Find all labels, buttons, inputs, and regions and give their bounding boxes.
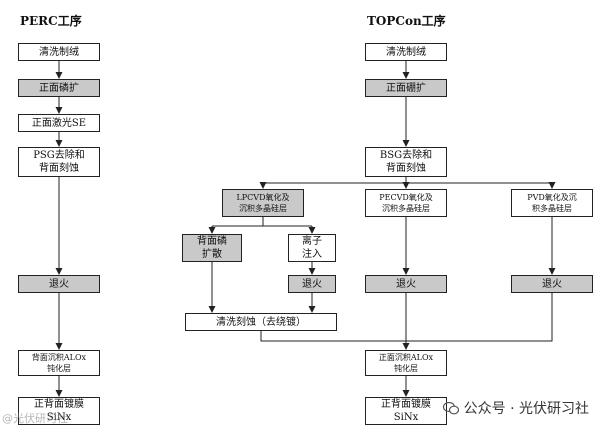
topcon-step-rear-phosphorus-diffusion: 背面磷 扩散 xyxy=(182,234,242,262)
wechat-watermark: 公众号 · 光伏研习社 xyxy=(442,398,589,418)
topcon-step-sinx-coating: 正背面镀膜 SiNx xyxy=(365,397,447,425)
topcon-step-bsg-removal: BSG去除和 背面刻蚀 xyxy=(365,147,447,177)
topcon-step-wrap-around-removal: 清洗刻蚀（去绕镀） xyxy=(185,313,337,331)
topcon-process-title: TOPCon工序 xyxy=(367,14,446,28)
topcon-step-pecvd: PECVD氧化及 沉积多晶硅层 xyxy=(365,189,447,217)
perc-step-psg-removal: PSG去除和 背面刻蚀 xyxy=(18,147,100,177)
perc-step-laser-se: 正面激光SE xyxy=(18,114,100,132)
perc-step-front-phosphorus-diffusion: 正面磷扩 xyxy=(18,79,100,97)
perc-step-sinx-coating: 正背面镀膜 SiNx xyxy=(18,397,100,425)
topcon-step-anneal-after-implant: 退火 xyxy=(288,275,336,293)
topcon-step-alox-passivation: 正面沉积ALOx 钝化层 xyxy=(365,350,447,376)
topcon-step-anneal-pecvd: 退火 xyxy=(365,275,447,293)
topcon-step-lpcvd: LPCVD氧化及 沉积多晶硅层 xyxy=(222,189,304,217)
topcon-step-texturing: 清洗制绒 xyxy=(365,43,447,61)
topcon-step-anneal-pvd: 退火 xyxy=(511,275,593,293)
topcon-step-ion-implantation: 离子 注入 xyxy=(288,234,336,262)
perc-step-anneal: 退火 xyxy=(18,275,100,293)
topcon-step-pvd: PVD氧化及沉 积多晶硅层 xyxy=(511,189,593,217)
perc-step-alox-passivation: 背面沉积ALOx 钝化层 xyxy=(18,350,100,376)
perc-process-title: PERC工序 xyxy=(20,14,82,28)
perc-step-texturing: 清洗制绒 xyxy=(18,43,100,61)
wechat-icon xyxy=(442,401,459,415)
watermark-text: 公众号 · 光伏研习社 xyxy=(463,401,589,417)
topcon-step-front-boron-diffusion: 正面硼扩 xyxy=(365,79,447,97)
corner-watermark: @光伏研习社 xyxy=(2,412,68,425)
